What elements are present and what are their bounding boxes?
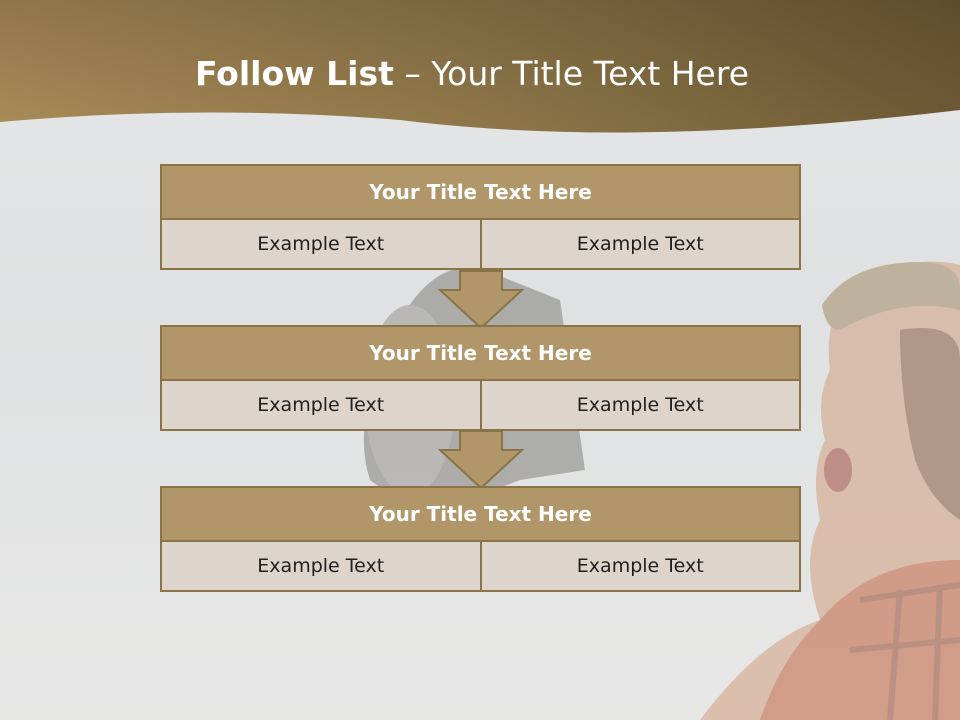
step-left-text: Example Text — [160, 381, 482, 431]
step-title: Your Title Text Here — [160, 486, 801, 542]
step-right-text: Example Text — [481, 542, 801, 592]
slide-title-rest: – Your Title Text Here — [404, 54, 750, 93]
slide-title: Follow List – Your Title Text Here — [0, 54, 944, 93]
slide-title-bold: Follow List — [194, 54, 394, 93]
down-arrow-icon — [438, 430, 524, 490]
step-box-2: Your Title Text Here Example Text Exampl… — [160, 325, 801, 431]
step-box-1: Your Title Text Here Example Text Exampl… — [160, 164, 801, 270]
step-title: Your Title Text Here — [160, 164, 801, 220]
down-arrow-icon — [438, 270, 524, 330]
step-box-3: Your Title Text Here Example Text Exampl… — [160, 486, 801, 592]
boy-image — [700, 261, 960, 720]
step-right-text: Example Text — [481, 220, 801, 270]
step-left-text: Example Text — [160, 220, 482, 270]
step-left-text: Example Text — [160, 542, 482, 592]
step-title: Your Title Text Here — [160, 325, 801, 381]
step-right-text: Example Text — [481, 381, 801, 431]
